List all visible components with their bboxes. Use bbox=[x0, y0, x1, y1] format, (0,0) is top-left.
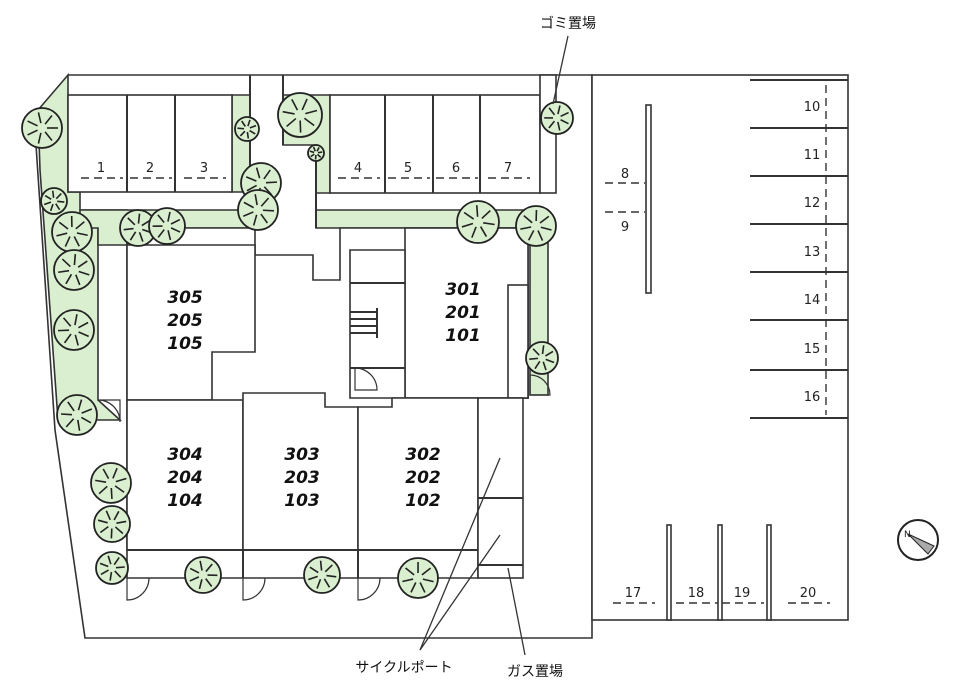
parking-space-6: 6 bbox=[452, 161, 460, 176]
parking-space-8: 8 bbox=[621, 167, 629, 182]
tree-icon bbox=[56, 394, 98, 436]
callout-gas: ガス置場 bbox=[507, 664, 563, 680]
tree-icon bbox=[51, 211, 93, 253]
parking-space-7: 7 bbox=[504, 161, 512, 176]
unit-number-label: 101 bbox=[445, 326, 481, 346]
parking-space-4: 4 bbox=[354, 161, 362, 176]
tree-icon bbox=[307, 144, 325, 162]
tree-icon bbox=[184, 556, 222, 594]
parking-space-16: 16 bbox=[804, 390, 821, 405]
parking-space-5: 5 bbox=[404, 161, 412, 176]
tree-icon bbox=[237, 189, 279, 231]
parking-space-2: 2 bbox=[146, 161, 154, 176]
parking-space-17: 17 bbox=[625, 586, 642, 601]
parking-space-18: 18 bbox=[688, 586, 705, 601]
unit-number-label: 202 bbox=[405, 468, 441, 488]
unit-number-label: 304 bbox=[167, 445, 203, 465]
north-arrow-icon: N bbox=[897, 519, 939, 561]
parking-space-10: 10 bbox=[804, 100, 821, 115]
parking-area-4-7 bbox=[329, 94, 541, 194]
stairs-icon bbox=[350, 308, 378, 338]
parking-space-11: 11 bbox=[804, 148, 821, 163]
tree-icon bbox=[540, 101, 574, 135]
tree-icon bbox=[40, 187, 68, 215]
door-icons bbox=[97, 367, 551, 601]
callout-bicycle-port: サイクルポート bbox=[355, 660, 452, 676]
tree-icon bbox=[525, 341, 559, 375]
east-closet bbox=[507, 284, 529, 399]
tree-icon bbox=[95, 551, 129, 585]
unit-number-label: 104 bbox=[167, 491, 203, 511]
parking-space-14: 14 bbox=[804, 293, 821, 308]
unit-number-label: 105 bbox=[167, 334, 203, 354]
parking-space-13: 13 bbox=[804, 245, 821, 260]
unit-number-label: 204 bbox=[167, 468, 203, 488]
tree-icon bbox=[21, 107, 63, 149]
parking-area-1-3 bbox=[67, 94, 233, 193]
tree-icon bbox=[53, 309, 95, 351]
tree-icon bbox=[234, 116, 260, 142]
unit-number-label: 303 bbox=[284, 445, 320, 465]
tree-icon bbox=[93, 505, 131, 543]
tree-icon bbox=[397, 557, 439, 599]
parking-space-19: 19 bbox=[734, 586, 751, 601]
parking-space-12: 12 bbox=[804, 196, 821, 211]
unit-number-label: 302 bbox=[405, 445, 441, 465]
tree-icon bbox=[515, 205, 557, 247]
parking-stall-lines bbox=[605, 79, 848, 621]
parking-space-20: 20 bbox=[800, 586, 817, 601]
unit-number-label: 305 bbox=[167, 288, 203, 308]
tree-icon bbox=[303, 556, 341, 594]
parking-space-1: 1 bbox=[97, 161, 105, 176]
tree-icon bbox=[53, 249, 95, 291]
parking-space-15: 15 bbox=[804, 342, 821, 357]
parking-space-3: 3 bbox=[200, 161, 208, 176]
svg-text:N: N bbox=[904, 530, 911, 540]
unit-number-label: 102 bbox=[405, 491, 441, 511]
callout-garbage: ゴミ置場 bbox=[540, 15, 596, 32]
unit-number-label: 201 bbox=[445, 303, 481, 323]
tree-icon bbox=[148, 207, 186, 245]
unit-number-label: 203 bbox=[284, 468, 320, 488]
unit-number-label: 103 bbox=[284, 491, 320, 511]
bicycle-port-area bbox=[477, 397, 524, 579]
parking-space-9: 9 bbox=[621, 220, 629, 235]
tree-icon bbox=[456, 200, 500, 244]
unit-number-label: 205 bbox=[167, 311, 203, 331]
unit-number-label: 301 bbox=[445, 280, 481, 300]
tree-icon bbox=[90, 462, 132, 504]
tree-icon bbox=[277, 92, 323, 138]
